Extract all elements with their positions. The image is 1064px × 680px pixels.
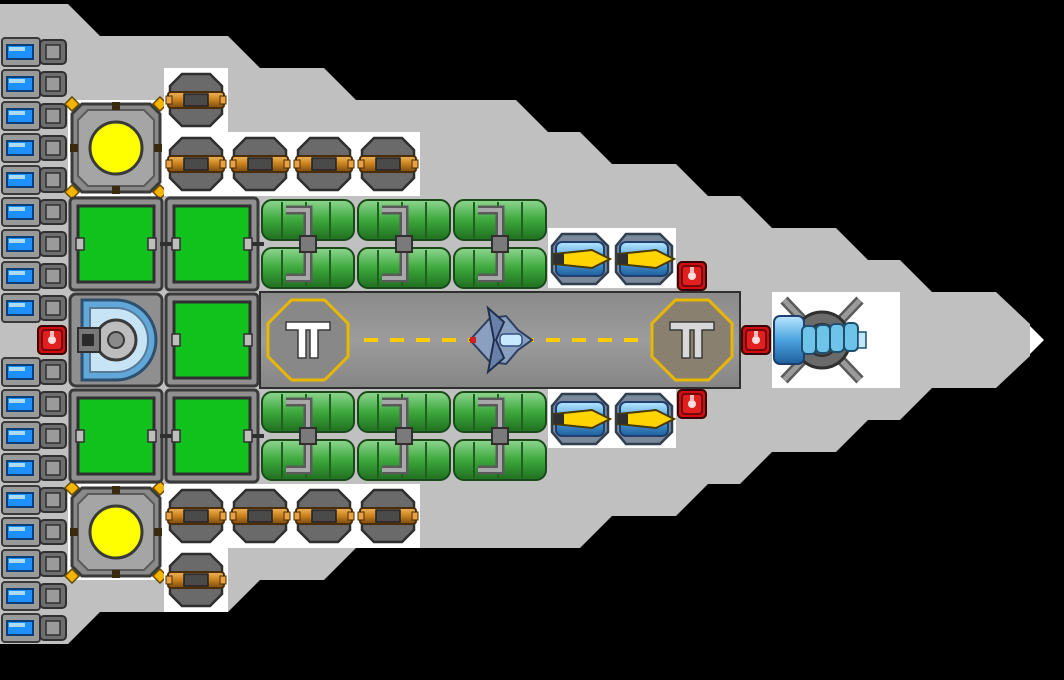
cargo-bay-icon[interactable] — [164, 388, 260, 484]
thruster-icon[interactable] — [1, 197, 67, 227]
landing-pad[interactable] — [650, 298, 734, 382]
main-cannon-icon[interactable] — [772, 292, 900, 388]
thruster-icon[interactable] — [1, 293, 67, 323]
turret-icon[interactable] — [357, 136, 419, 192]
armor-node-icon[interactable] — [37, 325, 67, 355]
cargo-connector — [252, 434, 264, 438]
thruster-icon[interactable] — [1, 485, 67, 515]
reactor-icon[interactable] — [63, 95, 169, 201]
thruster-icon[interactable] — [1, 517, 67, 547]
armor-node-icon[interactable] — [677, 261, 707, 291]
thruster-icon[interactable] — [1, 357, 67, 387]
missile-launcher-icon[interactable] — [550, 392, 613, 446]
thruster-icon[interactable] — [1, 165, 67, 195]
cargo-bay-icon[interactable] — [164, 196, 260, 292]
cargo-bay-icon[interactable] — [68, 196, 164, 292]
thruster-icon[interactable] — [1, 133, 67, 163]
thruster-icon[interactable] — [1, 549, 67, 579]
turret-icon[interactable] — [229, 136, 291, 192]
turret-icon[interactable] — [293, 488, 355, 544]
armor-node-icon[interactable] — [741, 325, 771, 355]
hull-nose-tip — [1030, 326, 1044, 354]
thruster-icon[interactable] — [1, 421, 67, 451]
thruster-icon[interactable] — [1, 581, 67, 611]
fuel-tank-icon[interactable] — [357, 199, 451, 289]
turret-icon[interactable] — [229, 488, 291, 544]
cargo-connector — [160, 434, 172, 438]
hangar-icon[interactable] — [259, 291, 741, 389]
turret-icon[interactable] — [165, 488, 227, 544]
thruster-icon[interactable] — [1, 37, 67, 67]
thruster-icon[interactable] — [1, 261, 67, 291]
thruster-icon[interactable] — [1, 229, 67, 259]
fuel-tank-icon[interactable] — [453, 391, 547, 481]
thruster-icon[interactable] — [1, 613, 67, 643]
fuel-tank-icon[interactable] — [261, 199, 355, 289]
cargo-bay-icon[interactable] — [164, 292, 260, 388]
cargo-bay-icon[interactable] — [68, 388, 164, 484]
thruster-icon[interactable] — [1, 69, 67, 99]
fuel-tank-icon[interactable] — [261, 391, 355, 481]
cargo-connector — [252, 242, 264, 246]
turret-icon[interactable] — [293, 136, 355, 192]
missile-launcher-icon[interactable] — [614, 232, 677, 286]
thruster-icon[interactable] — [1, 101, 67, 131]
fighter-icon[interactable] — [468, 305, 534, 375]
turret-icon[interactable] — [165, 136, 227, 192]
turret-icon[interactable] — [165, 72, 227, 128]
fuel-tank-icon[interactable] — [453, 199, 547, 289]
reactor-icon[interactable] — [63, 479, 169, 585]
cargo-connector — [160, 242, 172, 246]
missile-launcher-icon[interactable] — [550, 232, 613, 286]
armor-node-icon[interactable] — [677, 389, 707, 419]
missile-launcher-icon[interactable] — [614, 392, 677, 446]
fuel-tank-icon[interactable] — [357, 391, 451, 481]
landing-pad[interactable] — [266, 298, 350, 382]
turret-icon[interactable] — [357, 488, 419, 544]
thruster-icon[interactable] — [1, 389, 67, 419]
thruster-icon[interactable] — [1, 453, 67, 483]
shield-generator-icon[interactable] — [68, 292, 164, 388]
turret-icon[interactable] — [165, 552, 227, 608]
